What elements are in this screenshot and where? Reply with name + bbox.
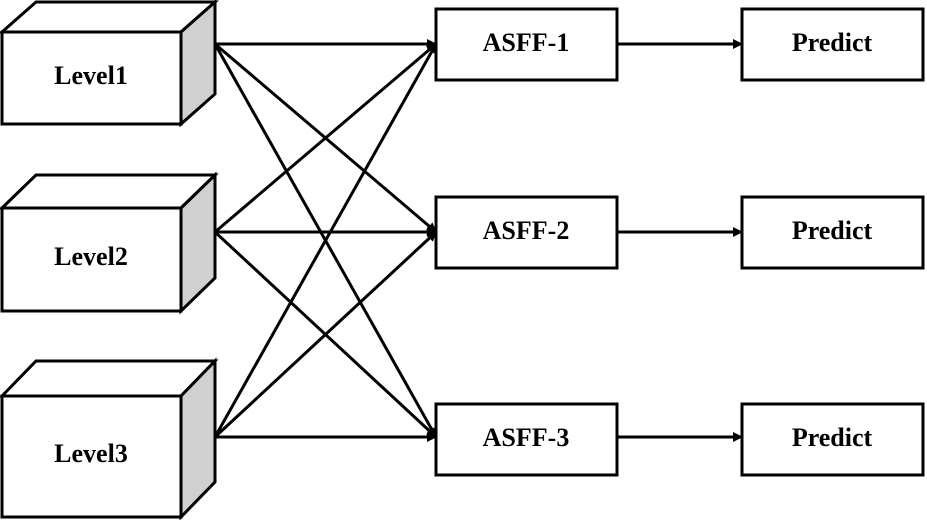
asff1-node: ASFF-1	[434, 7, 619, 82]
level3-node: Level3	[0, 357, 219, 520]
level3-label: Level3	[54, 439, 128, 468]
level3-front-face	[0, 394, 183, 519]
predict1-node: Predict	[740, 7, 925, 82]
level2-label: Level2	[54, 242, 128, 271]
level1-label: Level1	[54, 61, 128, 90]
predict1-label: Predict	[792, 28, 873, 57]
edge-level3-to-asff1	[213, 43, 438, 438]
level2-top-face	[0, 173, 219, 210]
predict1-box	[740, 7, 925, 82]
edge-level3-to-asff2	[213, 230, 438, 439]
asff3-label: ASFF-3	[483, 423, 570, 452]
level1-top-face	[0, 0, 219, 34]
predict3-box	[740, 402, 925, 477]
asff3-box	[434, 402, 619, 477]
predict2-label: Predict	[792, 216, 873, 245]
asff2-box	[434, 195, 619, 270]
predict2-node: Predict	[740, 195, 925, 270]
predict3-label: Predict	[792, 423, 873, 452]
level2-front-face	[0, 206, 183, 313]
asff2-node: ASFF-2	[434, 195, 619, 270]
level2-node: Level2	[0, 171, 219, 315]
level1-node: Level1	[0, 0, 219, 128]
edge-level2-to-asff1	[214, 42, 437, 234]
level1-front-face	[0, 30, 183, 126]
level3-top-face	[0, 359, 219, 398]
predict3-node: Predict	[740, 402, 925, 477]
asff2-label: ASFF-2	[483, 216, 570, 245]
edges-layer	[213, 39, 743, 442]
asff3-node: ASFF-3	[434, 402, 619, 477]
predict2-box	[740, 195, 925, 270]
asff1-label: ASFF-1	[483, 28, 570, 57]
asff1-box	[434, 7, 619, 82]
